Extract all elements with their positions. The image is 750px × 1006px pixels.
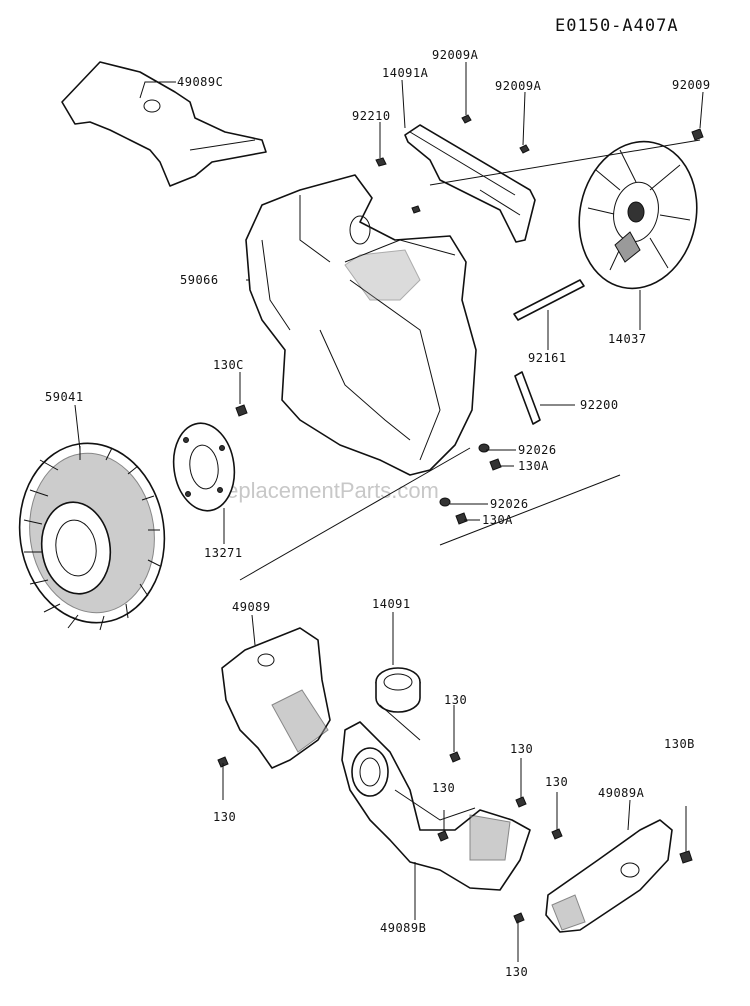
label-14037[interactable]: 14037	[608, 332, 647, 346]
bolt-130-bottom[interactable]	[513, 912, 525, 924]
label-130-e[interactable]: 130	[213, 810, 236, 824]
fan-wheel-14037[interactable]	[566, 131, 710, 300]
screw-small-mid[interactable]	[411, 205, 421, 214]
bolt-130-center[interactable]	[449, 751, 461, 763]
label-92009[interactable]: 92009	[672, 78, 711, 92]
leader-lines	[74, 62, 704, 962]
washer-92026-b[interactable]	[439, 497, 451, 507]
label-130-c[interactable]: 130	[545, 775, 568, 789]
bolt-92009a-top[interactable]	[461, 114, 472, 124]
label-49089[interactable]: 49089	[232, 600, 271, 614]
bolt-130-right1[interactable]	[515, 796, 527, 808]
label-92009a-top[interactable]: 92009A	[432, 48, 479, 62]
cover-49089a[interactable]	[545, 819, 673, 933]
bolt-92009-right[interactable]	[691, 128, 704, 141]
plate-13271[interactable]	[168, 419, 240, 514]
bolt-130-left[interactable]	[217, 756, 229, 768]
label-92210[interactable]: 92210	[352, 109, 391, 123]
stud-92200[interactable]	[514, 371, 541, 425]
label-130-f[interactable]: 130	[505, 965, 528, 979]
label-14091[interactable]: 14091	[372, 597, 411, 611]
label-14091a[interactable]: 14091A	[382, 66, 429, 80]
label-92009a-mid[interactable]: 92009A	[495, 79, 542, 93]
label-49089a[interactable]: 49089A	[598, 786, 645, 800]
watermark: eReplacementParts.com	[198, 478, 439, 503]
label-49089b[interactable]: 49089B	[380, 921, 426, 935]
bolt-92210[interactable]	[375, 157, 387, 167]
bolt-130-right2[interactable]	[551, 828, 563, 840]
label-13271[interactable]: 13271	[204, 546, 243, 560]
label-92026-a[interactable]: 92026	[518, 443, 557, 457]
label-130b[interactable]: 130B	[664, 737, 695, 751]
label-130-b[interactable]: 130	[510, 742, 533, 756]
part-labels: 49089C 14091A 92009A 92009A 92210 92009 …	[45, 48, 711, 979]
bolt-130b[interactable]	[679, 850, 693, 864]
label-130a-a[interactable]: 130A	[518, 459, 549, 473]
label-59066[interactable]: 59066	[180, 273, 219, 287]
label-130c[interactable]: 130C	[213, 358, 244, 372]
bolt-130a-b[interactable]	[455, 512, 468, 525]
bolt-130-mid[interactable]	[437, 830, 449, 842]
baffle-plate-49089c[interactable]	[61, 61, 267, 187]
diagram-code: E0150-A407A	[555, 16, 679, 36]
label-92026-b[interactable]: 92026	[490, 497, 529, 511]
frame-49089b[interactable]	[341, 721, 531, 891]
washer-92026-a[interactable]	[478, 443, 490, 453]
label-59041[interactable]: 59041	[45, 390, 84, 404]
bolt-130a-a[interactable]	[489, 458, 502, 471]
pin-92161[interactable]	[513, 279, 585, 321]
flywheel-59041[interactable]	[8, 434, 176, 632]
label-49089c[interactable]: 49089C	[177, 75, 223, 89]
fan-housing-59066[interactable]	[245, 174, 477, 476]
label-130-d[interactable]: 130	[432, 781, 455, 795]
label-130-a[interactable]: 130	[444, 693, 467, 707]
label-92200[interactable]: 92200	[580, 398, 619, 412]
collar-14091[interactable]	[375, 667, 421, 713]
bolt-92009a-mid[interactable]	[519, 144, 530, 154]
bracket-14091a[interactable]	[404, 124, 536, 243]
bolt-130c[interactable]	[235, 404, 248, 417]
cover-49089[interactable]	[221, 627, 331, 769]
label-130a-b[interactable]: 130A	[482, 513, 513, 527]
label-92161[interactable]: 92161	[528, 351, 567, 365]
